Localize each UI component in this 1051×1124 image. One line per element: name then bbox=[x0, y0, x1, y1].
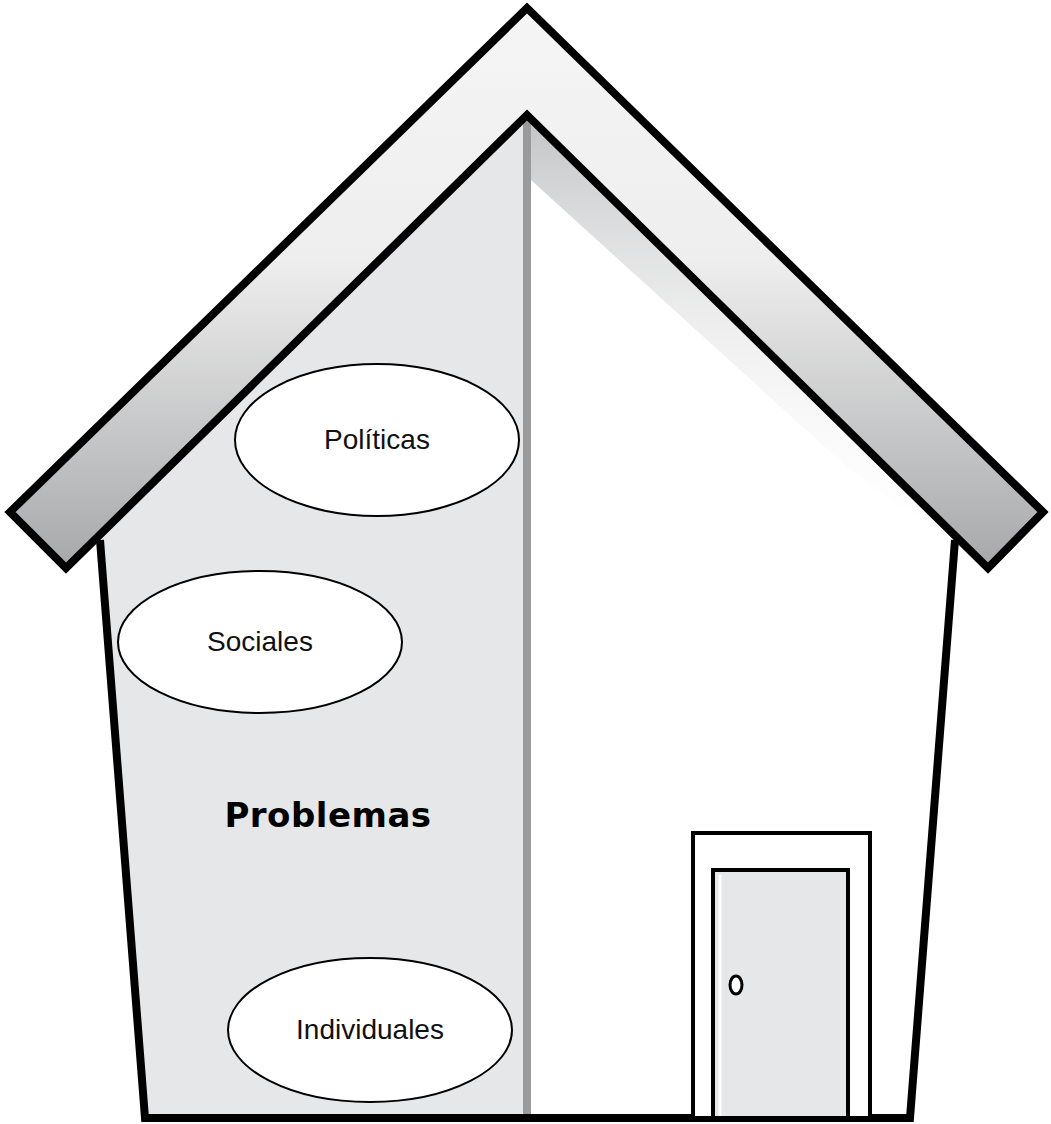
ellipse-shape bbox=[228, 958, 512, 1102]
ellipse-shape bbox=[118, 571, 402, 713]
center-line bbox=[523, 115, 531, 1116]
roof bbox=[10, 8, 1043, 568]
wall-fill bbox=[100, 540, 955, 1118]
roof-shadow bbox=[527, 120, 988, 568]
door-frame bbox=[693, 833, 870, 1118]
ellipse-label: Políticas bbox=[324, 424, 430, 456]
ellipse-label: Sociales bbox=[207, 626, 313, 658]
panel-shape bbox=[98, 115, 527, 1118]
house-panel: Problemas PolíticasSocialesIndividuales bbox=[95, 110, 530, 1120]
problem-ellipse: Políticas bbox=[234, 363, 520, 517]
house-wall bbox=[100, 540, 955, 1118]
panel-heading: Problemas bbox=[224, 795, 431, 835]
ellipse-label-holder: Individuales bbox=[227, 957, 513, 1103]
ellipse-label-holder: Sociales bbox=[117, 570, 403, 714]
ellipse-label: Individuales bbox=[296, 1014, 444, 1046]
door-knob bbox=[730, 976, 742, 994]
ellipse-label-holder: Políticas bbox=[234, 363, 520, 517]
problem-ellipse: Sociales bbox=[117, 570, 403, 714]
door bbox=[713, 870, 848, 1118]
ellipse-shape bbox=[235, 364, 519, 516]
door-highlight bbox=[719, 875, 722, 1116]
problem-ellipse: Individuales bbox=[227, 957, 513, 1103]
